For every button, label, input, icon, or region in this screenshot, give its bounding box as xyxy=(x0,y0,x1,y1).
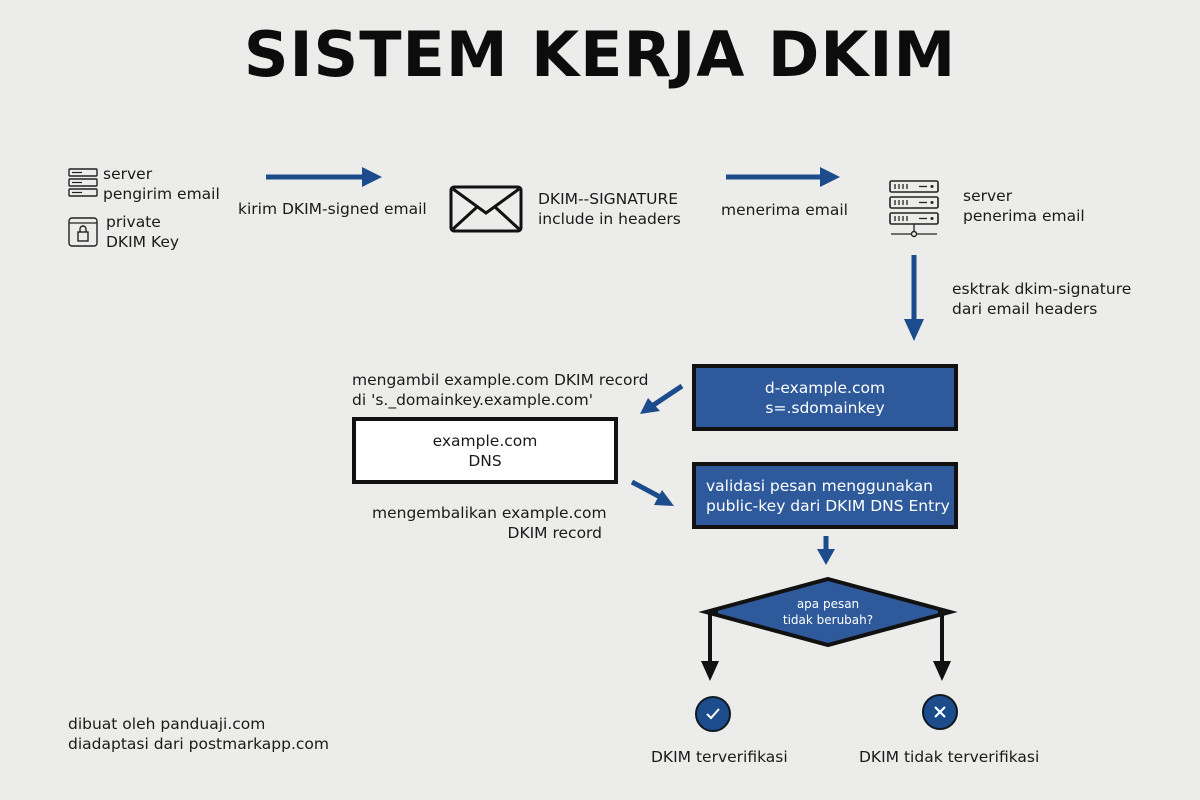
arrow-decision xyxy=(817,536,835,565)
check-icon xyxy=(695,696,731,732)
dns-box: example.com DNS xyxy=(352,417,618,484)
envelope-icon xyxy=(449,185,523,233)
edge-send-label: kirim DKIM-signed email xyxy=(238,200,427,218)
page-title: SISTEM KERJA DKIM xyxy=(243,18,957,91)
server-icon xyxy=(68,168,98,197)
signature-box: d-example.com s=.sdomainkey xyxy=(692,364,958,431)
arrow-receive xyxy=(726,167,840,187)
extract-label: esktrak dkim-signature dari email header… xyxy=(952,280,1132,318)
validate-box: validasi pesan menggunakan public-key da… xyxy=(692,462,958,529)
fetch-label: mengambil example.com DKIM record di 's.… xyxy=(352,371,649,409)
arrow-send xyxy=(266,167,382,187)
outcome-not-verified: DKIM tidak terverifikasi xyxy=(859,748,1040,766)
arrow-extract xyxy=(904,255,924,341)
footer-credit: dibuat oleh panduaji.com diadaptasi dari… xyxy=(68,715,330,753)
edge-receive-label: menerima email xyxy=(721,201,848,219)
decision-label: apa pesan tidak berubah? xyxy=(782,597,874,627)
server-rack-icon xyxy=(889,180,939,238)
outcome-verified: DKIM terverifikasi xyxy=(651,748,788,766)
arrow-return xyxy=(630,479,674,506)
return-label: mengembalikan example.com DKIM record xyxy=(372,504,607,542)
x-icon xyxy=(922,694,958,730)
sender-server-label: server pengirim email xyxy=(103,165,220,203)
arrow-fetch xyxy=(640,383,684,414)
decision-diamond xyxy=(698,576,958,681)
private-key-label: private DKIM Key xyxy=(106,213,180,251)
receiver-server-label: server penerima email xyxy=(963,187,1085,225)
envelope-label: DKIM--SIGNATURE include in headers xyxy=(538,190,681,228)
lock-icon xyxy=(68,217,98,247)
